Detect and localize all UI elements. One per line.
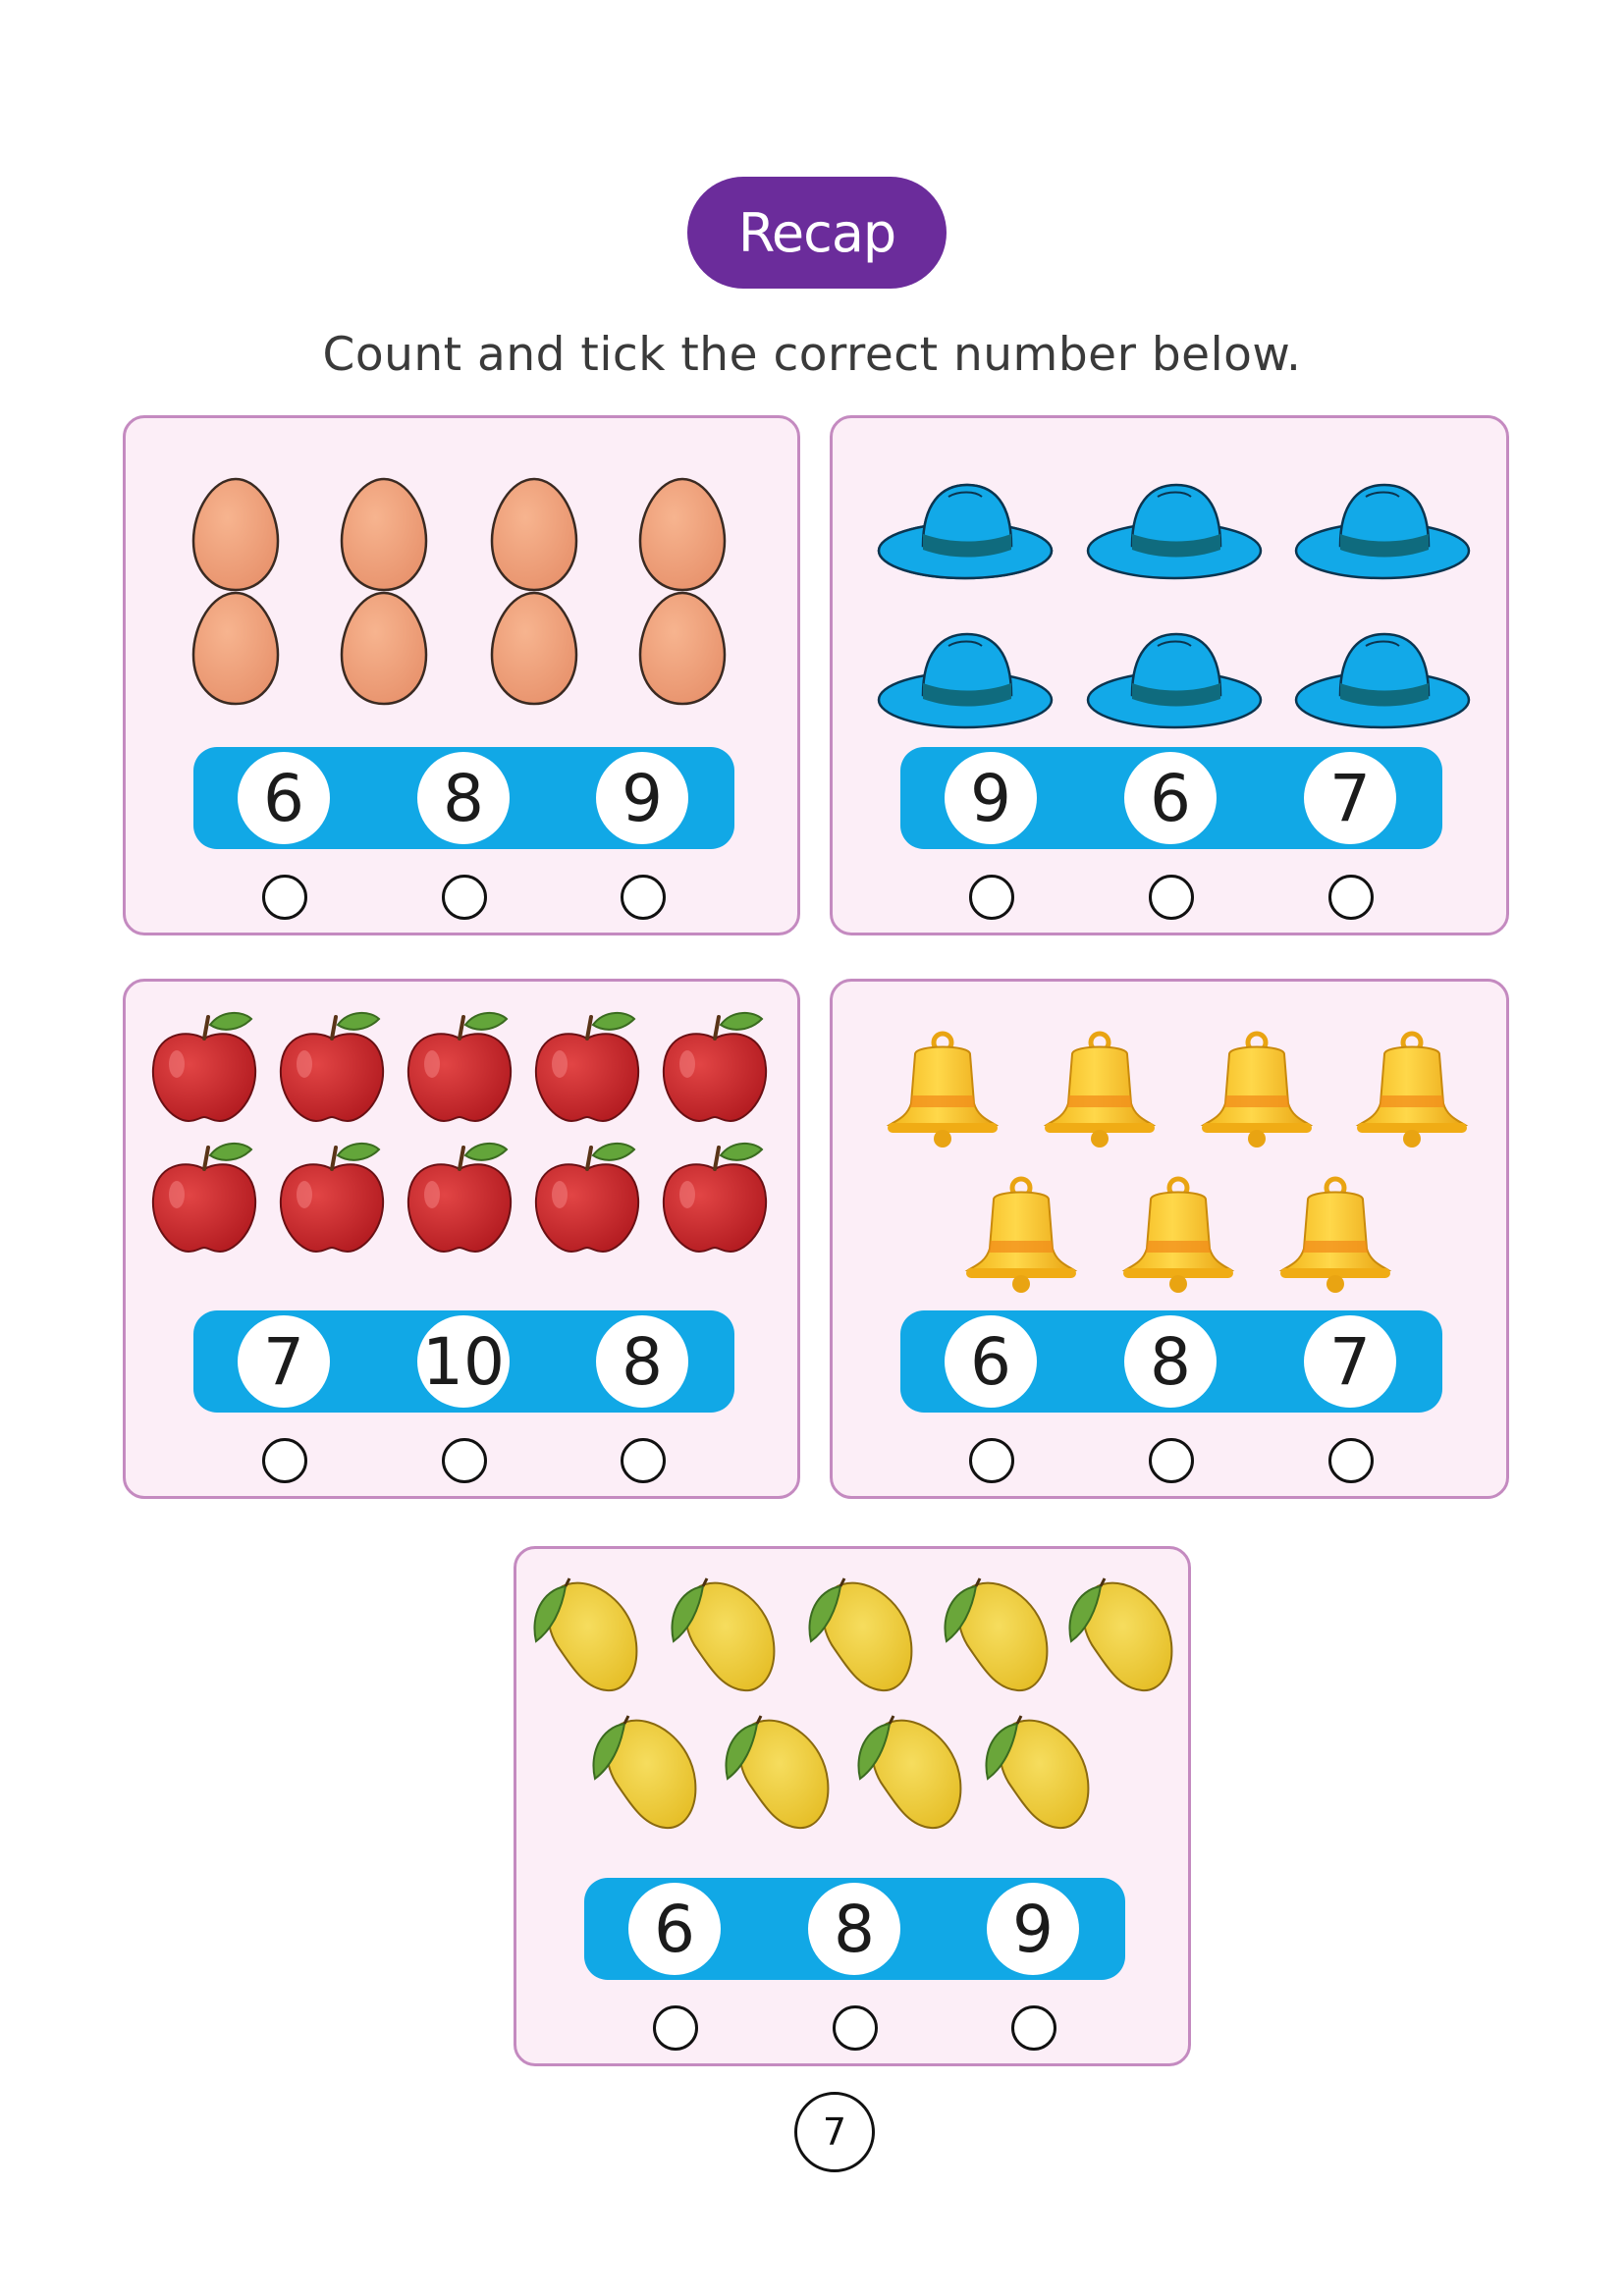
number-option: 10 <box>417 1315 510 1408</box>
hat-icon <box>1086 483 1263 580</box>
apple-icon <box>533 1010 641 1123</box>
egg-icon <box>340 477 428 592</box>
number-option: 7 <box>1304 752 1396 844</box>
panel-bells: 6 8 7 <box>830 979 1509 1499</box>
number-option: 8 <box>808 1883 900 1975</box>
bell-icon <box>1123 1179 1233 1293</box>
apple-icon <box>150 1010 258 1123</box>
number-option: 6 <box>238 752 330 844</box>
number-bar: 9 6 7 <box>900 747 1442 849</box>
hat-icon <box>877 483 1054 580</box>
number-option: 6 <box>1124 752 1217 844</box>
tick-circle[interactable] <box>833 2005 878 2051</box>
bell-icon <box>888 1034 998 1148</box>
egg-icon <box>490 477 578 592</box>
hats-group <box>877 483 1471 729</box>
panel-apples: 7 10 8 <box>123 979 800 1499</box>
tick-circle[interactable] <box>442 1438 487 1483</box>
apple-icon <box>150 1141 258 1254</box>
mango-icon <box>807 1576 913 1692</box>
egg-icon <box>490 591 578 706</box>
tick-circle[interactable] <box>1149 1438 1194 1483</box>
bell-icon <box>1202 1034 1312 1148</box>
tick-circle[interactable] <box>621 875 666 920</box>
panel-mangoes: 6 8 9 <box>514 1546 1191 2066</box>
bell-icon <box>1280 1179 1390 1293</box>
number-option: 8 <box>417 752 510 844</box>
mango-icon <box>984 1714 1090 1830</box>
number-option: 7 <box>1304 1315 1396 1408</box>
mango-icon <box>856 1714 962 1830</box>
mango-icon <box>1067 1576 1173 1692</box>
egg-icon <box>191 477 280 592</box>
bell-icon <box>1357 1034 1467 1148</box>
tick-circle[interactable] <box>969 875 1014 920</box>
panel-eggs: 6 8 9 <box>123 415 800 935</box>
tick-circle[interactable] <box>1149 875 1194 920</box>
hat-icon <box>1294 483 1471 580</box>
mango-icon <box>532 1576 638 1692</box>
number-bar: 7 10 8 <box>193 1310 734 1413</box>
tick-circle[interactable] <box>653 2005 698 2051</box>
egg-icon <box>638 477 727 592</box>
hat-icon <box>877 632 1054 729</box>
hat-icon <box>1294 632 1471 729</box>
number-option: 9 <box>596 752 688 844</box>
tick-circle[interactable] <box>969 1438 1014 1483</box>
panel-hats: 9 6 7 <box>830 415 1509 935</box>
mango-icon <box>943 1576 1049 1692</box>
number-option: 7 <box>238 1315 330 1408</box>
hat-icon <box>1086 632 1263 729</box>
bell-icon <box>966 1179 1076 1293</box>
number-bar: 6 8 7 <box>900 1310 1442 1413</box>
number-bar: 6 8 9 <box>584 1878 1125 1980</box>
number-option: 6 <box>628 1883 721 1975</box>
apple-icon <box>661 1141 769 1254</box>
tick-circle[interactable] <box>262 875 307 920</box>
apple-icon <box>406 1010 514 1123</box>
number-option: 6 <box>945 1315 1037 1408</box>
tick-circle[interactable] <box>1328 1438 1374 1483</box>
eggs-group <box>191 477 727 706</box>
tick-circle[interactable] <box>262 1438 307 1483</box>
egg-icon <box>638 591 727 706</box>
apple-icon <box>533 1141 641 1254</box>
number-bar: 6 8 9 <box>193 747 734 849</box>
mango-icon <box>670 1576 776 1692</box>
page-number: 7 <box>794 2092 875 2172</box>
apple-icon <box>278 1010 386 1123</box>
apple-icon <box>278 1141 386 1254</box>
number-option: 9 <box>987 1883 1079 1975</box>
mango-icon <box>591 1714 697 1830</box>
egg-icon <box>340 591 428 706</box>
tick-circle[interactable] <box>621 1438 666 1483</box>
tick-circle[interactable] <box>442 875 487 920</box>
egg-icon <box>191 591 280 706</box>
bell-icon <box>1045 1034 1155 1148</box>
mango-icon <box>724 1714 830 1830</box>
tick-circle[interactable] <box>1011 2005 1056 2051</box>
tick-circle[interactable] <box>1328 875 1374 920</box>
recap-badge: Recap <box>687 177 947 289</box>
number-option: 8 <box>596 1315 688 1408</box>
apple-icon <box>661 1010 769 1123</box>
instruction-text: Count and tick the correct number below. <box>322 328 1302 382</box>
number-option: 9 <box>945 752 1037 844</box>
number-option: 8 <box>1124 1315 1217 1408</box>
apple-icon <box>406 1141 514 1254</box>
